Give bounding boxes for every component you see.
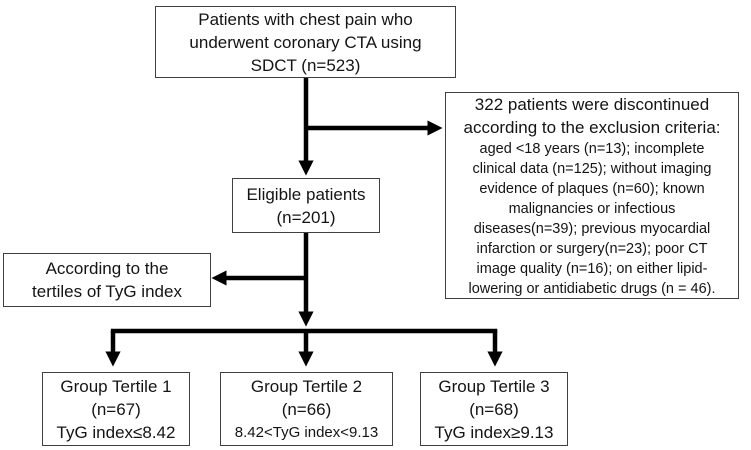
tertile1-title: Group Tertile 1: [60, 376, 172, 396]
patients-total-text: Patients with chest pain who underwent c…: [189, 9, 422, 75]
tertile2-count: (n=66): [281, 399, 332, 419]
tertile3-range: TyG index≥9.13: [434, 422, 554, 442]
exclusion-body-text: aged <18 years (n=13); incomplete clinic…: [468, 140, 716, 297]
box-group-tertile-1: Group Tertile 1 (n=67) TyG index≤8.42: [42, 372, 190, 446]
tertiles-label-text: According to the tertiles of TyG index: [32, 259, 182, 301]
tertile3-title: Group Tertile 3: [438, 376, 550, 396]
tertile2-range: 8.42<TyG index<9.13: [234, 423, 379, 441]
box-eligible-patients: Eligible patients (n=201): [232, 178, 380, 233]
tertile1-range: TyG index≤8.42: [56, 422, 176, 442]
box-exclusion-criteria: 322 patients were discontinued according…: [445, 92, 739, 299]
box-tertiles-label: According to the tertiles of TyG index: [3, 253, 211, 307]
tertile1-count: (n=67): [91, 399, 141, 419]
tertile2-title: Group Tertile 2: [250, 376, 363, 396]
tertile3-count: (n=68): [469, 399, 519, 419]
box-patients-total: Patients with chest pain who underwent c…: [155, 6, 456, 78]
eligible-patients-text: Eligible patients (n=201): [246, 184, 366, 227]
exclusion-header-text: 322 patients were discontinued according…: [463, 94, 721, 137]
box-group-tertile-3: Group Tertile 3 (n=68) TyG index≥9.13: [420, 372, 568, 446]
box-group-tertile-2: Group Tertile 2 (n=66) 8.42<TyG index<9.…: [220, 372, 393, 446]
